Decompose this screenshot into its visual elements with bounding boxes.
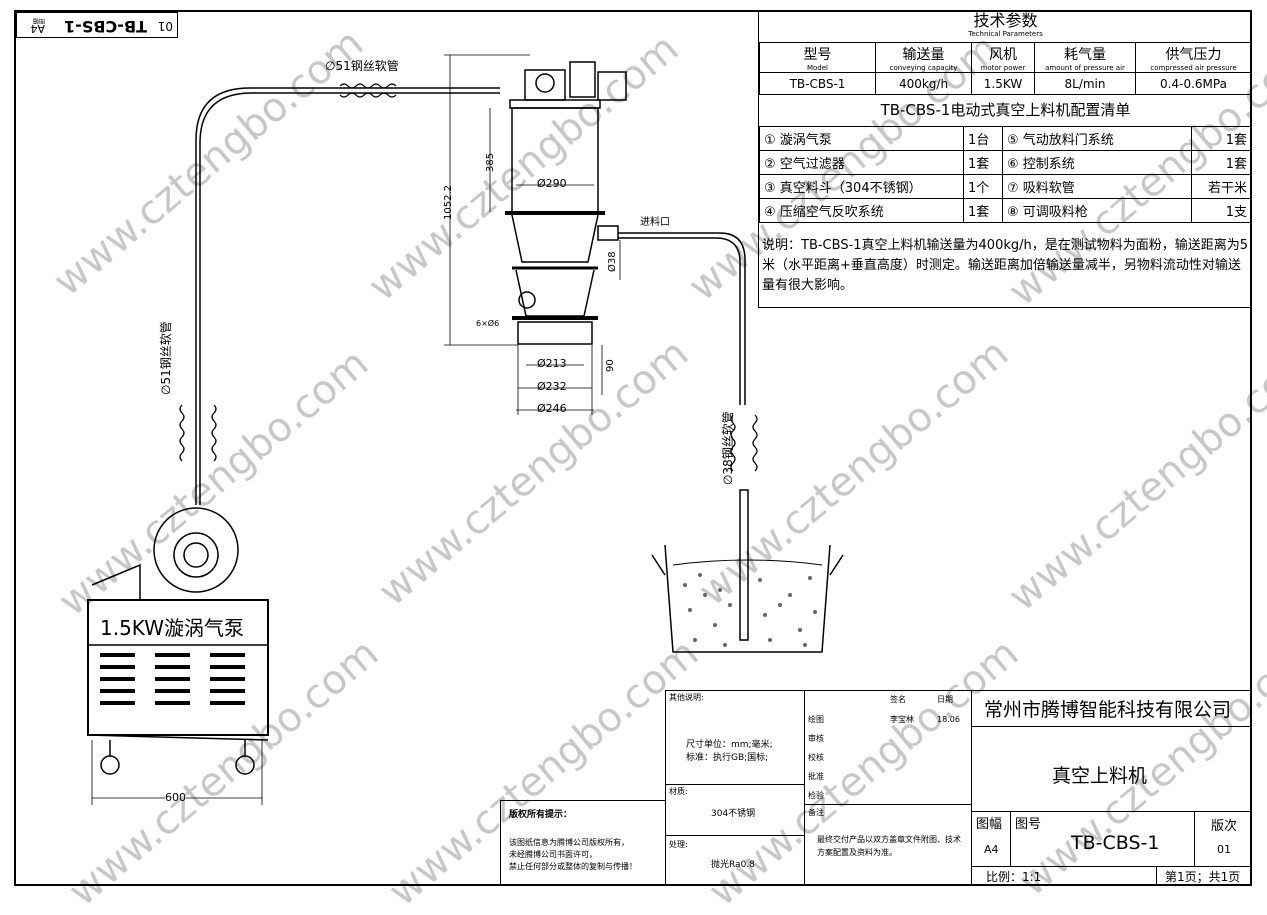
dim-d246: Ø246: [537, 402, 567, 415]
hdr-model: 型号: [803, 46, 832, 63]
dim-d38: Ø38: [607, 251, 618, 272]
hdr-capacity: 输送量: [902, 46, 945, 63]
inlet-label: 进料口: [640, 217, 670, 228]
title-block-process: 处理: 抛光Ra0.8: [665, 835, 805, 886]
company-block: 常州市腾博智能科技有限公司: [971, 690, 1252, 727]
val-capacity: 400kg/h: [875, 72, 972, 95]
hose-top-label: ∅51钢丝软管: [325, 59, 399, 73]
hdr-motor: 风机: [989, 46, 1017, 63]
dim-h385: 385: [485, 152, 496, 172]
dim-d213: Ø213: [537, 357, 567, 370]
val-motor: 1.5KW: [971, 72, 1035, 95]
tech-title-en: Technical Parameters: [968, 30, 1043, 38]
title-block-material: 材质: 304不锈钢: [665, 784, 805, 836]
pump-label: 1.5KW漩涡气泵: [100, 616, 244, 640]
rev-cell: 版次 01: [1194, 811, 1252, 867]
product-block: 真空上料机: [971, 726, 1252, 812]
dim-h90: 90: [605, 359, 616, 372]
dim-d290: Ø290: [537, 177, 567, 190]
val-air: 8L/min: [1034, 72, 1136, 95]
dim-d232: Ø232: [537, 380, 567, 393]
size-cell: 图幅 A4: [971, 811, 1011, 867]
val-model: TB-CBS-1: [759, 72, 876, 95]
hose-right-label: ∅38钢丝软管: [721, 411, 735, 485]
remark-block: 备注 最终交付产品以双方盖章文件附图、技术方案配置及资料为准。: [804, 804, 972, 886]
dim-h1052: 1052.2: [443, 185, 454, 220]
number-cell: 图号 TB-CBS-1: [1010, 811, 1195, 867]
product-name: 真空上料机: [1052, 765, 1148, 787]
tech-title: 技术参数: [973, 11, 1038, 30]
drawing-number: TB-CBS-1: [1071, 832, 1160, 854]
config-note: 说明：TB-CBS-1真空上料机输送量为400kg/h，是在测试物料为面粉，输送…: [762, 238, 1249, 293]
dim-w600: 600: [165, 791, 186, 804]
hdr-air: 耗气量: [1064, 46, 1106, 63]
dim-holes: 6×Ø6: [476, 319, 500, 328]
hose-left-label: ∅51钢丝软管: [159, 321, 173, 395]
scale-cell: 比例：1:1: [971, 866, 1157, 886]
val-pressure: 0.4-0.6MPa: [1135, 72, 1252, 95]
copyright-box: 版权所有提示： 该图纸信息为腾博公司版权所有， 未经腾博公司书面许可， 禁止任何…: [500, 800, 666, 886]
title-block-other: 其他说明: 尺寸单位：mm;毫米; 标准：执行GB;国标;: [665, 690, 805, 785]
config-title: TB-CBS-1电动式真空上料机配置清单: [880, 101, 1131, 119]
sign-block: 签名 日期 绘图 李宝林 18.06 审核 校核 批准 检验: [804, 690, 972, 805]
hdr-pressure: 供气压力: [1165, 46, 1222, 63]
page-cell: 第1页；共1页: [1156, 866, 1252, 886]
company-name: 常州市腾博智能科技有限公司: [984, 699, 1232, 721]
